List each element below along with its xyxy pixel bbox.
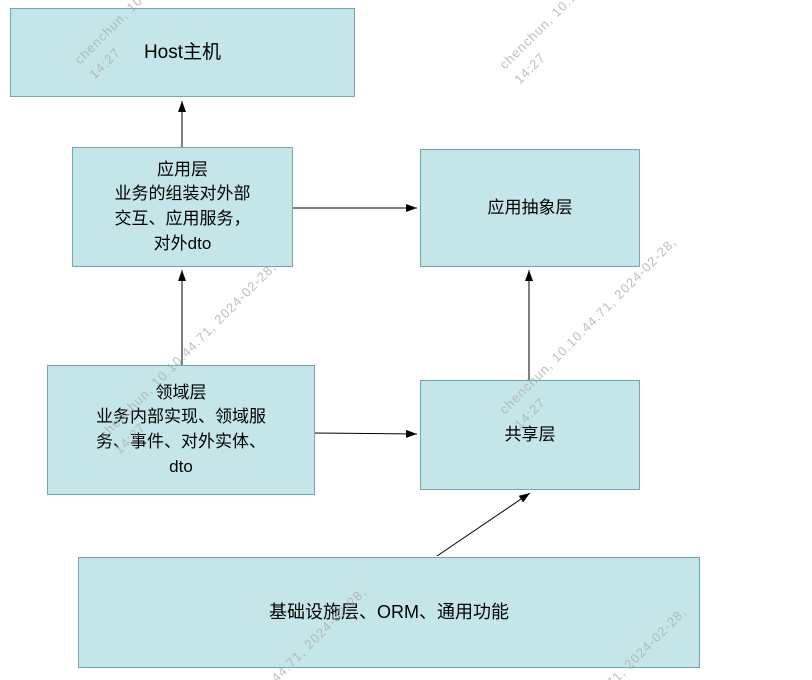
arrow-domain-to-shared bbox=[314, 429, 418, 438]
node-infrastructure-label: 基础设施层、ORM、通用功能 bbox=[269, 602, 509, 623]
node-host-label: Host主机 bbox=[143, 41, 222, 63]
node-application-layer: 应用层 业务的组装对外部 交互、应用服务， 对外dto bbox=[72, 147, 293, 267]
node-infrastructure-layer: 基础设施层、ORM、通用功能 bbox=[78, 557, 700, 668]
node-domain-label: 领域层 业务内部实现、领域服 务、事件、对外实体、 dto bbox=[96, 382, 266, 476]
node-application-abstraction-label: 应用抽象层 bbox=[487, 197, 573, 217]
watermark-text: chenchun, 10.10.44.71, 2024-02-28, 14:27 bbox=[496, 0, 618, 87]
node-shared-label: 共享层 bbox=[504, 424, 556, 444]
arrow-infra-to-shared bbox=[436, 492, 531, 557]
node-shared-layer: 共享层 bbox=[420, 380, 640, 490]
node-domain-layer: 领域层 业务内部实现、领域服 务、事件、对外实体、 dto bbox=[47, 365, 315, 495]
node-application-abstraction-layer: 应用抽象层 bbox=[420, 149, 640, 267]
node-application-label: 应用层 业务的组装对外部 交互、应用服务， 对外dto bbox=[114, 159, 251, 253]
node-host-layer: Host主机 bbox=[10, 8, 355, 97]
